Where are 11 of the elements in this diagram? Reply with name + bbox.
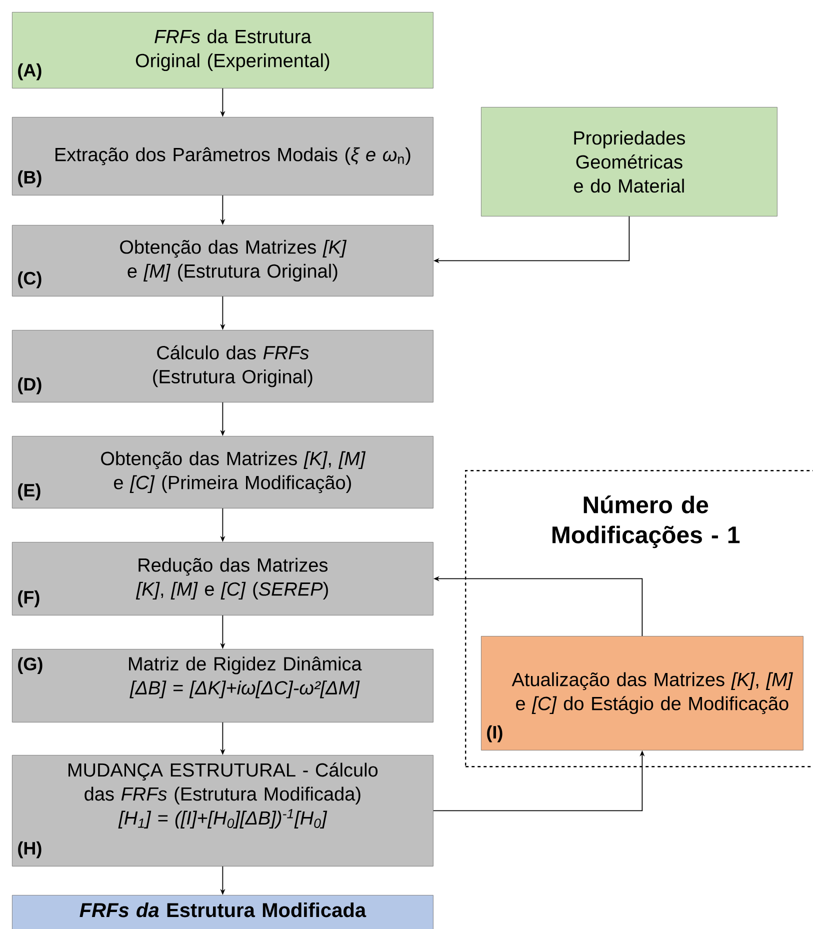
- process-box: (A) FRFs da Estrutura Original (Experimental): [12, 12, 434, 88]
- result-box: FRFs da Estrutura Modificada: [12, 895, 434, 929]
- process-box: (C) Obtenção das Matrizes [K] e [M] (Estrutura Original): [12, 225, 434, 296]
- process-box: (D) Cálculo das FRFs (Estrutura Original): [12, 330, 434, 402]
- process-box: (F) Redução das Matrizes [K], [M] e [C] (SEREP): [12, 542, 434, 616]
- process-box: (E) Obtenção das Matrizes [K], [M] e [C] (Primeira Modificação): [12, 436, 434, 508]
- process-box: MUDANÇA ESTRUTURAL - Cálculo das FRFs (Estrutura Modificada) [H$_{1}$] = ([I]+[H$_{0}$][ΔB])$^{-1}$[H$_{0}$] (H): [12, 755, 434, 866]
- process-box: Matriz de Rigidez Dinâmica [ΔB] = [ΔK]+iω[ΔC]-ω²[ΔM] (G): [12, 649, 434, 722]
- input-box: Propriedades Geométricas e do Material: [481, 107, 778, 216]
- process-box: (B) Extração dos Parâmetros Modais (ξ e ω$_{n}$): [12, 117, 434, 196]
- process-box: (I) Atualização das Matrizes [K], [M] e [C] do Estágio de Modificação: [481, 636, 804, 750]
